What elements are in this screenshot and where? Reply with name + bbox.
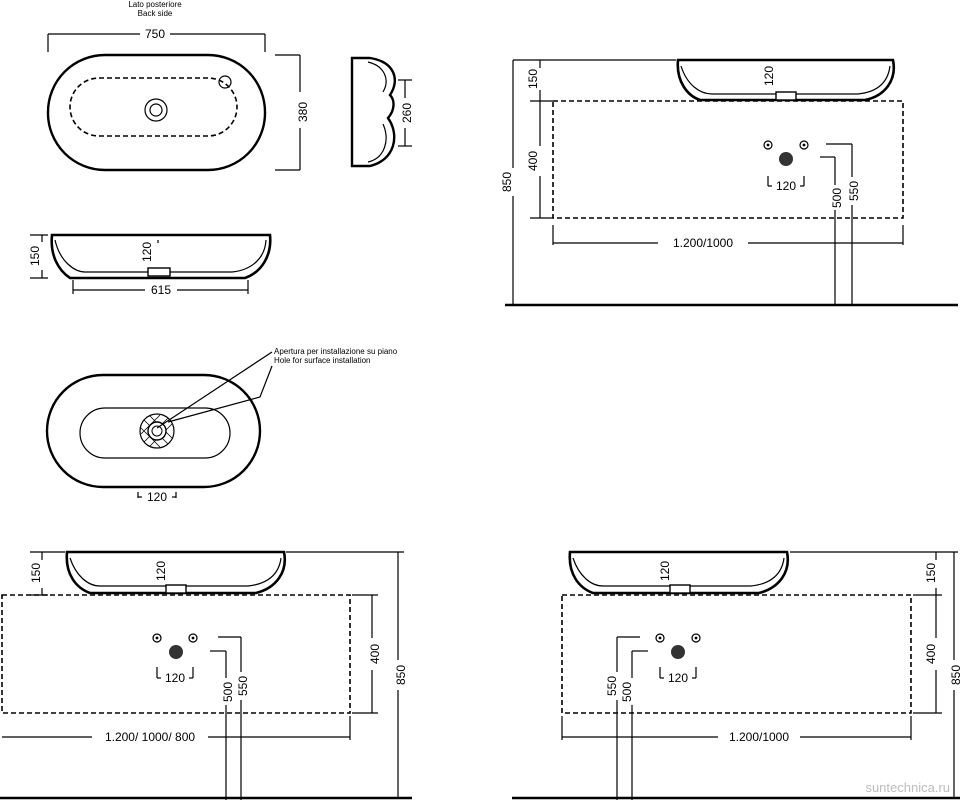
dim-120-depth: 120	[154, 561, 168, 581]
dim-width-1200-1000: 1.200/1000	[673, 236, 733, 250]
dim-120-taps: 120	[668, 671, 688, 685]
installation-hole-icon	[139, 413, 175, 449]
basin-outline	[45, 373, 262, 489]
installation-elevation-top-right: 120 120 500 550 1.200/1000 150	[500, 58, 958, 307]
water-inlet-left-icon	[152, 633, 162, 643]
dim-width-1200: 1.200/1000	[729, 730, 789, 744]
dim-400: 400	[924, 644, 938, 664]
dim-120-taps: 120	[776, 179, 796, 193]
dim-850: 850	[500, 172, 514, 192]
surface-installation-plan: Apertura per installazione su piano Hole…	[45, 347, 398, 504]
drain-outlet-icon	[671, 645, 685, 659]
dim-120-hole: 120	[147, 490, 167, 504]
back-side-label-it: Lato posteriore	[128, 0, 182, 9]
drain-fitting-icon	[147, 267, 171, 277]
hole-label-it: Apertura per installazione su piano	[274, 347, 398, 356]
drain-icon	[144, 98, 168, 122]
plan-view-top: Lato posteriore Back side 750 380	[46, 0, 310, 172]
basin-front-profile	[676, 58, 896, 102]
water-inlet-right-icon	[799, 140, 809, 150]
side-view: 260	[350, 56, 414, 168]
basin-inner-outline	[79, 407, 231, 459]
dim-750: 750	[145, 27, 165, 41]
leader-line	[167, 365, 273, 423]
dim-550: 550	[605, 676, 619, 696]
back-side-label-en: Back side	[138, 9, 173, 18]
water-inlet-left-icon	[763, 140, 773, 150]
water-inlet-left-icon	[655, 633, 665, 643]
hole-label-en: Hole for surface installation	[274, 356, 371, 365]
dim-150: 150	[924, 563, 938, 583]
dim-400: 400	[526, 151, 540, 171]
installation-elevation-bottom-left: 120 120 500 550 1.200/ 1000/ 800 150	[0, 550, 412, 800]
overflow-icon	[218, 75, 232, 89]
basin-front-profile	[50, 233, 272, 280]
dim-120-depth: 120	[658, 561, 672, 581]
drain-inner-icon	[149, 103, 163, 117]
dim-380: 380	[296, 102, 310, 122]
dim-120-depth: 120	[762, 66, 776, 86]
leader-line	[156, 351, 273, 429]
dim-500: 500	[830, 188, 844, 208]
dim-850: 850	[394, 665, 408, 685]
water-inlet-right-icon	[188, 633, 198, 643]
dim-150: 150	[526, 69, 540, 89]
basin-inner-outline	[69, 77, 238, 137]
drain-fitting-icon	[165, 584, 187, 594]
cabinet-outline	[552, 100, 904, 219]
dim-width-1200-1000-800: 1.200/ 1000/ 800	[105, 730, 195, 744]
cabinet-outline	[561, 594, 912, 714]
dim-500: 500	[221, 682, 235, 702]
drain-outlet-icon	[779, 152, 793, 166]
dim-150-small: 150	[28, 246, 42, 266]
drain-fitting-icon	[669, 584, 691, 594]
dim-150: 150	[29, 563, 43, 583]
drain-fitting-icon	[775, 91, 797, 101]
dim-260: 260	[400, 103, 414, 123]
dim-120-taps: 120	[165, 671, 185, 685]
dim-550: 550	[236, 676, 250, 696]
dim-400: 400	[368, 644, 382, 664]
basin-outline	[46, 53, 267, 172]
side-profile	[350, 56, 396, 168]
dim-850: 850	[949, 665, 960, 685]
basin-front-profile	[65, 550, 287, 595]
dim-550: 550	[847, 181, 861, 201]
cabinet-outline	[1, 594, 351, 714]
drain-outlet-icon	[169, 645, 183, 659]
dim-500: 500	[620, 682, 634, 702]
front-elevation-small: 150 120 615	[28, 233, 272, 297]
watermark: suntechnica.ru	[865, 780, 950, 795]
installation-elevation-bottom-right: 120 120 550 500 1.200/1000 150	[512, 550, 960, 800]
dim-120-depth-small: 120	[140, 242, 154, 262]
basin-front-profile	[568, 550, 790, 595]
dim-615: 615	[151, 283, 171, 297]
water-inlet-right-icon	[691, 633, 701, 643]
